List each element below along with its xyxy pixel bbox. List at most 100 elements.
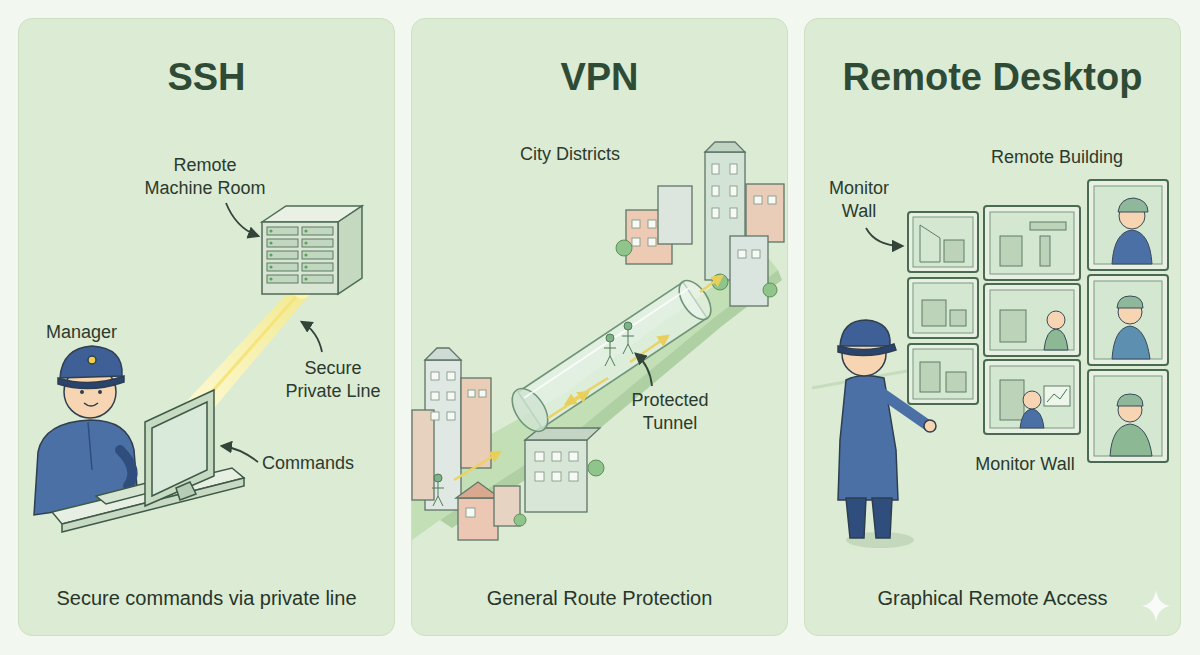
manager-figure <box>58 376 124 389</box>
tunnel <box>673 275 718 325</box>
callout-label: Monitor Wall <box>958 453 1092 476</box>
server-rack <box>302 251 333 259</box>
leader-arrow <box>222 446 258 462</box>
server-rack <box>267 227 298 235</box>
panel-title: Remote Desktop <box>805 53 1180 101</box>
operator-figure <box>846 498 866 538</box>
server-rack <box>302 227 333 235</box>
server-rack <box>267 251 298 259</box>
ground-road <box>412 250 778 540</box>
sparkle <box>1142 590 1170 622</box>
screen-content <box>922 300 946 326</box>
window <box>754 196 762 204</box>
panel-title: SSH <box>19 53 394 101</box>
server-rack <box>267 227 333 283</box>
monitor-screen <box>908 344 978 404</box>
building <box>458 498 498 540</box>
building <box>746 184 784 242</box>
server-rack <box>267 275 298 283</box>
monitor-screen <box>908 212 978 272</box>
leader-arrow <box>636 354 652 386</box>
building <box>525 440 587 512</box>
window <box>712 164 719 174</box>
building <box>730 236 768 306</box>
monitor-screen <box>984 206 1080 280</box>
window <box>738 250 746 258</box>
flow-arrow <box>548 392 588 418</box>
callout-label: Remote Machine Room <box>140 154 270 200</box>
server-rack <box>304 229 307 232</box>
callout-label: City Districts <box>505 143 635 166</box>
worker-figure <box>1047 311 1065 329</box>
callout-label: Monitor Wall <box>818 177 900 223</box>
operator-figure <box>840 320 890 346</box>
window <box>632 238 640 246</box>
server-rack <box>302 239 333 247</box>
window <box>447 412 455 420</box>
window <box>712 186 719 196</box>
worker-figure <box>1112 230 1152 264</box>
window <box>468 390 475 397</box>
worker-figure <box>1118 198 1148 212</box>
screen-inner <box>913 186 1162 456</box>
window <box>730 208 737 218</box>
window <box>569 452 578 461</box>
screen-inner <box>990 212 1074 274</box>
callout-label: Manager <box>46 321 136 344</box>
callout-label: Secure Private Line <box>280 357 386 403</box>
server-rack <box>302 263 333 271</box>
window <box>431 372 439 380</box>
worker-figure <box>1117 394 1143 406</box>
tree <box>616 240 632 256</box>
building <box>425 348 461 360</box>
screen-content <box>920 225 940 262</box>
building <box>412 410 434 500</box>
window <box>431 392 439 400</box>
manager-figure <box>88 422 92 470</box>
panel-caption: Graphical Remote Access <box>811 585 1174 611</box>
person-figure <box>434 474 442 482</box>
tunnel <box>505 382 555 437</box>
monitor-screen <box>984 360 1080 434</box>
window <box>466 508 475 517</box>
window <box>730 164 737 174</box>
server-rack <box>304 277 307 280</box>
leader-arrow <box>866 228 902 246</box>
operator-figure <box>872 498 892 538</box>
window <box>752 250 760 258</box>
monitor-screen <box>1088 275 1168 365</box>
monitor-screen <box>984 284 1080 356</box>
person-figure <box>432 482 444 506</box>
person-figure <box>606 334 614 342</box>
desk-computer <box>176 482 196 500</box>
leader-arrow <box>226 203 258 236</box>
leader-arrow <box>866 228 902 246</box>
panel-box: VPNGeneral Route Protection <box>411 18 788 636</box>
monitor-screen <box>908 180 1168 462</box>
worker-figure <box>1023 391 1041 409</box>
worker-figure <box>1110 424 1152 456</box>
worker-figure <box>1112 326 1150 359</box>
window <box>632 220 640 228</box>
screen-content <box>944 240 964 262</box>
worker-figure <box>1020 198 1152 456</box>
screen-content <box>1000 310 1026 342</box>
manager-figure <box>88 356 96 364</box>
panel-title: VPN <box>412 53 787 101</box>
screen-content <box>1030 222 1066 230</box>
operator-figure <box>880 392 926 424</box>
window <box>648 238 656 246</box>
sparkle <box>1142 590 1170 622</box>
window <box>569 472 578 481</box>
operator-figure <box>924 420 936 432</box>
server-rack <box>304 241 307 244</box>
operator-figure <box>838 344 896 356</box>
server-rack <box>269 277 272 280</box>
panel-caption: Secure commands via private line <box>25 585 388 611</box>
server-rack <box>262 222 338 294</box>
callout-label: Protected Tunnel <box>620 389 720 435</box>
screen-content <box>1040 236 1050 266</box>
worker-figure <box>1020 409 1044 428</box>
window <box>768 196 776 204</box>
server-rack <box>262 206 362 294</box>
